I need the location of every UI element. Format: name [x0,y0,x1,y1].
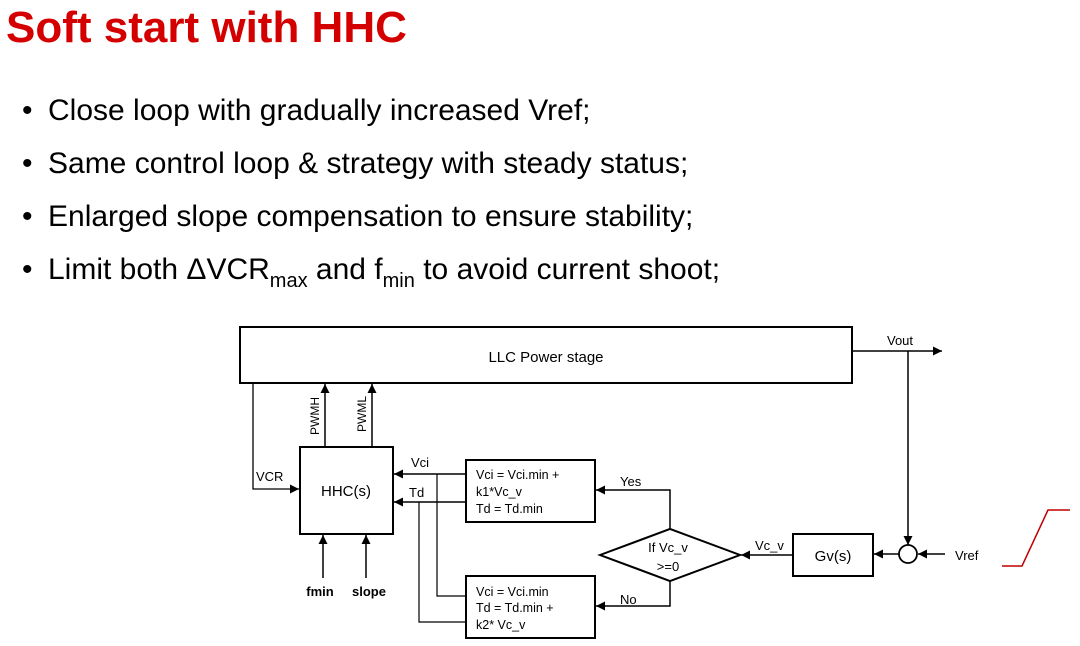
no-assignment-box [465,575,596,639]
vref-label: Vref [955,548,979,563]
slide-title: Soft start with HHC [6,3,407,52]
summing-junction [898,544,918,564]
no-label: No [620,592,637,607]
bullet-item: • Same control loop & strategy with stead… [20,137,1060,190]
vcr-label: VCR [256,469,283,484]
bullet-text-mid: and f [307,253,383,286]
bullet-subscript-max: max [269,270,308,292]
no-box-line-3: k2* Vc_v [476,618,526,632]
hhc-box [299,446,394,535]
bullet-dot: • [22,147,33,180]
bullet-text: Same control loop & strategy with steady… [48,147,689,180]
yes-box-line-3: Td = Td.min [476,502,543,516]
hhc-label: HHC(s) [321,483,371,500]
bullet-subscript-min: min [382,270,415,292]
decision-diamond [597,527,743,583]
bullet-text: Enlarged slope compensation to ensure st… [48,200,694,233]
decision-line-2: >=0 [657,559,679,574]
no-box-line-2: Td = Td.min + [476,601,554,615]
yes-label: Yes [620,474,642,489]
bullet-item: • Limit both ΔVCRmax and fmin to avoid cu… [20,243,1060,296]
pwml-label: PWML [355,396,369,432]
yes-box-line-1: Vci = Vci.min + [476,468,559,482]
slope-label: slope [352,584,386,599]
vout-label: Vout [887,333,913,348]
bullet-dot: • [22,200,33,233]
bullet-text: Close loop with gradually increased Vref… [48,94,591,127]
yes-branch-line [596,485,671,529]
vcr-line [252,383,299,494]
decision-line-1: If Vc_v [648,540,688,555]
llc-power-stage-box [239,326,853,384]
vref-ramp-icon [1002,509,1070,567]
bullet-dot: • [22,253,33,286]
no-box-line-1: Vci = Vci.min [476,585,549,599]
bullet-text-post: to avoid current shoot; [414,253,721,286]
yes-box-line-2: k1*Vc_v [476,485,523,499]
bullet-dot: • [22,94,33,127]
bullet-text-pre: Limit both ΔVCR [48,253,270,286]
yes-assignment-box [465,459,596,523]
fmin-label: fmin [306,584,334,599]
vc-v-label: Vc_v [755,538,784,553]
llc-power-stage-label: LLC Power stage [488,349,603,366]
no-box-td-return [418,502,466,623]
bullet-list: • Close loop with gradually increased Vre… [20,84,1060,296]
vci-label: Vci [411,455,429,470]
no-box-vci-return [436,474,466,597]
pwmh-label: PWMH [308,397,322,435]
td-label: Td [409,485,424,500]
gv-label: Gv(s) [815,548,852,565]
bullet-item: • Close loop with gradually increased Vre… [20,84,1060,137]
gv-box [792,533,874,577]
no-branch-line [596,581,671,611]
bullet-item: • Enlarged slope compensation to ensure s… [20,190,1060,243]
